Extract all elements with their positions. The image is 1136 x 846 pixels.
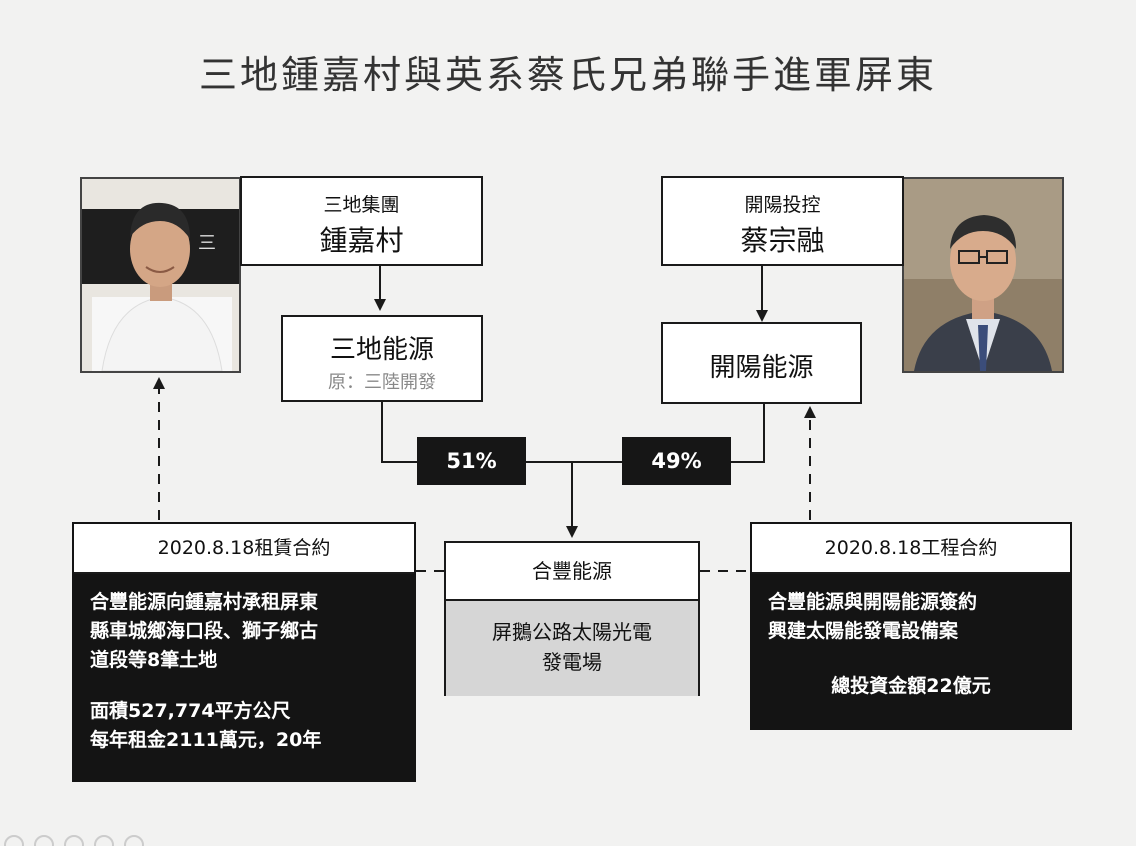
left-contract-line3: 道段等8筆土地 bbox=[90, 649, 218, 671]
center-company-name: 合豐能源 bbox=[446, 543, 698, 601]
left-person-box: 三地集團 鍾嘉村 bbox=[240, 176, 483, 266]
right-person-photo bbox=[902, 177, 1064, 373]
left-energy-former-name: 原：三陸開發 bbox=[328, 372, 436, 393]
left-contract-line2: 縣車城鄉海口段、獅子鄉古 bbox=[90, 620, 319, 642]
page-title: 三地鍾嘉村與英系蔡氏兄弟聯手進軍屏東 bbox=[198, 53, 937, 97]
right-contract-line3: 總投資金額22億元 bbox=[831, 675, 991, 697]
left-energy-name: 三地能源 bbox=[329, 335, 434, 365]
right-contract-body: 合豐能源與開陽能源簽約 興建太陽能發電設備案 總投資金額22億元 bbox=[752, 574, 1070, 715]
left-person-photo: 三 bbox=[80, 177, 241, 373]
left-contract-heading: 2020.8.18租賃合約 bbox=[74, 524, 414, 574]
right-contract-line2: 興建太陽能發電設備案 bbox=[768, 620, 959, 642]
right-contract-heading: 2020.8.18工程合約 bbox=[752, 524, 1070, 574]
svg-text:三: 三 bbox=[198, 233, 216, 254]
center-project: 屏鵝公路太陽光電 發電場 bbox=[446, 601, 698, 696]
center-project-line1: 屏鵝公路太陽光電 bbox=[492, 620, 652, 644]
left-contract-line4: 面積527,774平方公尺 bbox=[90, 700, 291, 722]
right-contract-line1: 合豐能源與開陽能源簽約 bbox=[768, 591, 978, 613]
right-person-box: 開陽投控 蔡宗融 bbox=[661, 176, 904, 266]
right-energy-box: 開陽能源 bbox=[661, 322, 862, 404]
right-contract-box: 2020.8.18工程合約 合豐能源與開陽能源簽約 興建太陽能發電設備案 總投資… bbox=[750, 522, 1072, 730]
left-energy-box: 三地能源 原：三陸開發 bbox=[281, 315, 483, 402]
right-person-company: 開陽投控 bbox=[744, 194, 821, 216]
left-contract-line5: 每年租金2111萬元，20年 bbox=[90, 729, 322, 751]
left-contract-line1: 合豐能源向鍾嘉村承租屏東 bbox=[90, 591, 319, 613]
left-person-company: 三地集團 bbox=[323, 194, 400, 216]
left-share-tag: 51% bbox=[417, 437, 526, 485]
left-contract-box: 2020.8.18租賃合約 合豐能源向鍾嘉村承租屏東 縣車城鄉海口段、獅子鄉古 … bbox=[72, 522, 416, 782]
left-person-name: 鍾嘉村 bbox=[319, 224, 404, 257]
right-person-name: 蔡宗融 bbox=[740, 224, 825, 257]
center-project-line2: 發電場 bbox=[542, 650, 602, 674]
right-energy-name: 開陽能源 bbox=[709, 353, 814, 383]
right-share-tag: 49% bbox=[622, 437, 731, 485]
left-contract-body: 合豐能源向鍾嘉村承租屏東 縣車城鄉海口段、獅子鄉古 道段等8筆土地 面積527,… bbox=[74, 574, 414, 769]
center-company-box: 合豐能源 屏鵝公路太陽光電 發電場 bbox=[444, 541, 700, 696]
decorative-dots bbox=[4, 835, 144, 846]
